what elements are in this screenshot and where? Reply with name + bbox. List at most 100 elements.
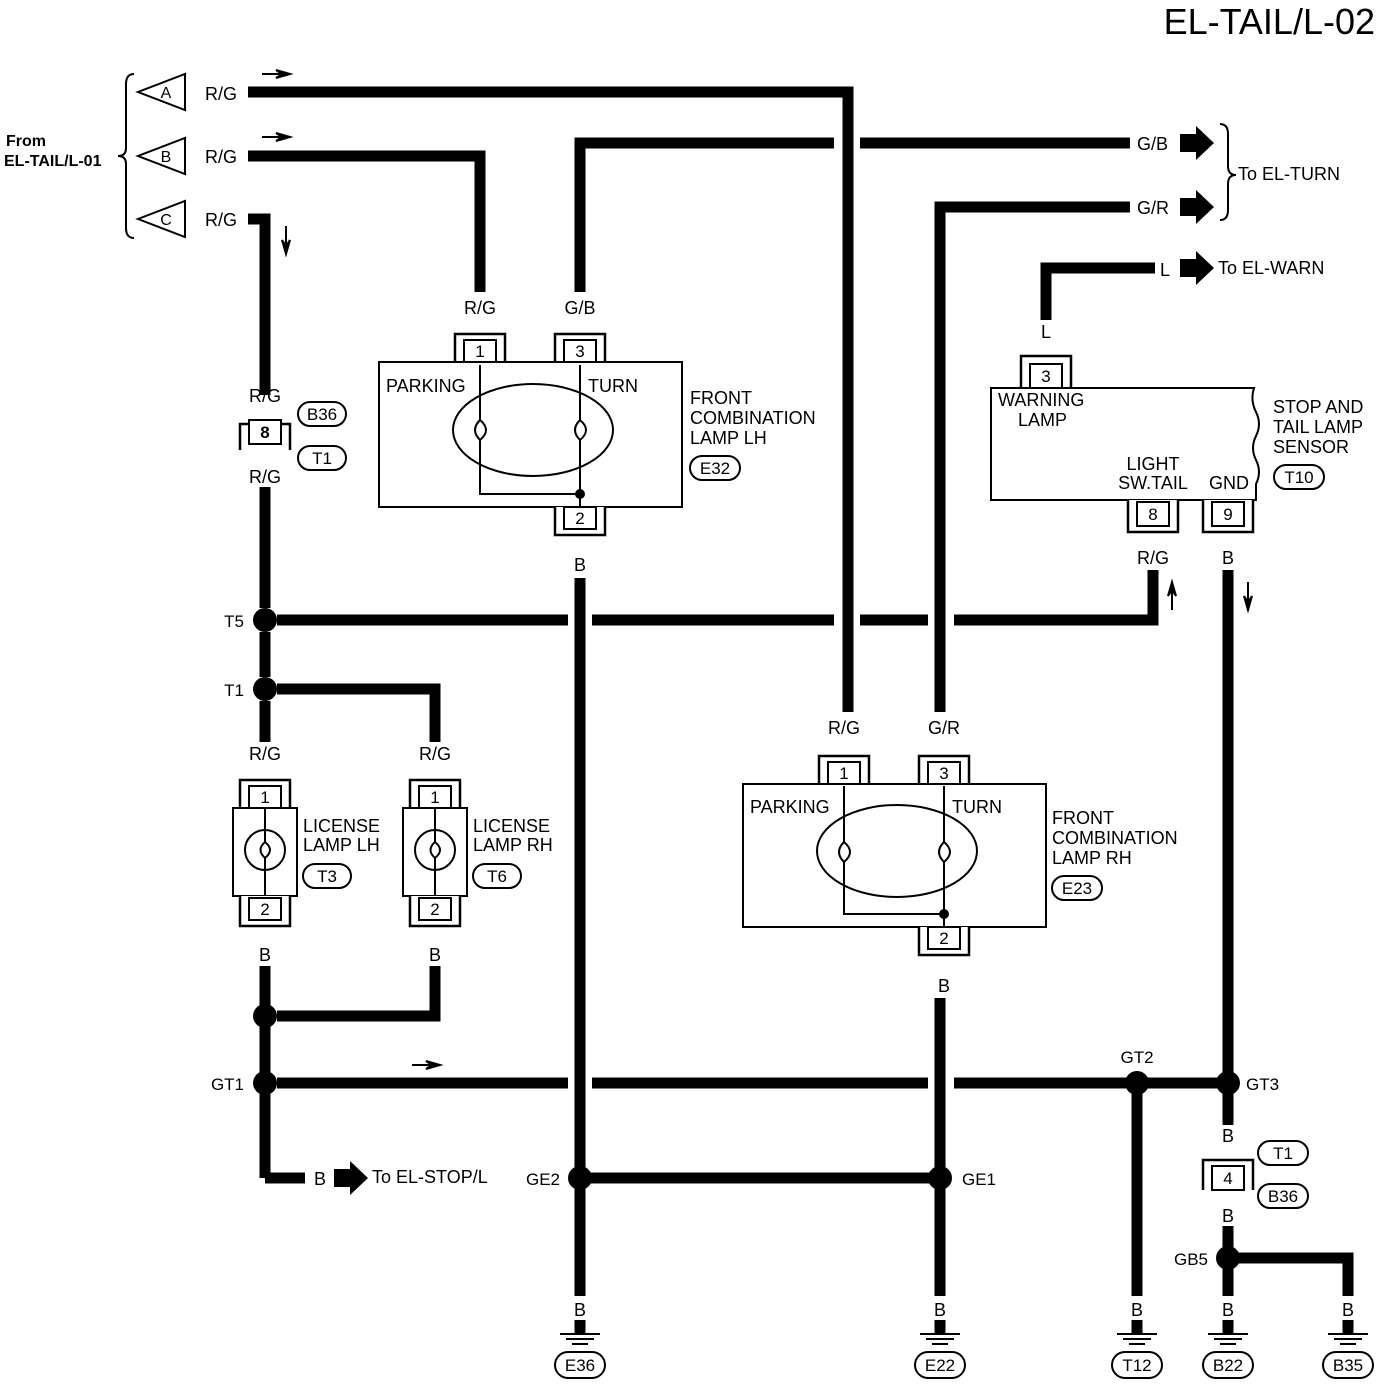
sensor-pin3: 3: [1041, 367, 1050, 386]
jc-bot-badge-2: [1257, 1183, 1309, 1209]
rh-junction-dot: [939, 909, 949, 919]
splice-t1: [253, 677, 277, 701]
rh-pin1-wire: R/G: [828, 718, 860, 738]
lic-lh-code: T3: [317, 867, 337, 886]
tail-lamp-sensor: L 3 WARNING LAMP LIGHT SW.TAIL GND 8 9 R…: [990, 322, 1363, 568]
ground-b22-badge: [1202, 1351, 1254, 1379]
splice-ge1-label: GE1: [962, 1170, 996, 1189]
splice-gb5: [1216, 1246, 1240, 1270]
sensor-pin9: 9: [1223, 505, 1232, 524]
ground-b35-code: B35: [1333, 1356, 1363, 1375]
sensor-pin3-wire: L: [1041, 322, 1051, 342]
rh-name-2: COMBINATION: [1052, 828, 1178, 848]
lh-pin2: 2: [575, 509, 584, 528]
flow-arrow-c: [281, 226, 291, 258]
turn-bracket: [1219, 123, 1237, 221]
ground-b35-badge: [1322, 1351, 1374, 1379]
lh-lamp-body: [378, 361, 683, 508]
turn-arrow-gb-icon: [1180, 126, 1214, 160]
turn-wire-gb: G/B: [1137, 134, 1168, 154]
wire-c-rg: [248, 213, 271, 395]
lic-rh-name-2: LAMP RH: [473, 835, 553, 855]
lh-pin2-box: [563, 506, 597, 530]
lic-lh-pin2: 2: [260, 900, 269, 919]
stop-label: To EL-STOP/L: [372, 1167, 488, 1187]
ground-b35-wire: B: [1342, 1300, 1354, 1320]
from-label-2: EL-TAIL/L-01: [4, 153, 102, 170]
wire-a-rg: [248, 86, 854, 712]
from-bracket: [117, 73, 135, 239]
front-lamp-lh: R/G G/B 1 3 PARKING TURN 2 B FRONT COMBI…: [378, 298, 816, 575]
sensor-pin8-box: [1136, 501, 1170, 527]
connector-c-wire: R/G: [205, 210, 237, 230]
rh-name-1: FRONT: [1052, 808, 1114, 828]
jc-top-wire-out: R/G: [249, 467, 281, 487]
lh-turn-label: TURN: [588, 376, 638, 396]
stop-wire: B: [314, 1169, 326, 1189]
sensor-code: T10: [1284, 468, 1313, 487]
jc-bot-wire-out: B: [1222, 1206, 1234, 1226]
warn-label: To EL-WARN: [1218, 258, 1324, 278]
from-label: From: [6, 133, 46, 150]
outputs-turn: G/B G/R To EL-TURN: [1137, 123, 1340, 224]
joint-connector-bottom: B 4 B T1 B36: [1201, 1126, 1309, 1226]
lic-lh-pin2-box: [248, 897, 282, 921]
license-lamp-rh: R/G 1 2 B LICENSE LAMP RH T6: [402, 744, 553, 965]
splice-ge1: [928, 1166, 952, 1190]
flow-arrow-a: [262, 69, 294, 79]
ground-e22-wire: B: [934, 1300, 946, 1320]
warn-arrow-icon: [1180, 251, 1214, 285]
ground-b22-icon: [1208, 1333, 1248, 1345]
jc-top-pin: 8: [260, 423, 269, 442]
rh-pin3: 3: [939, 764, 948, 783]
lh-parking-filament: [474, 365, 580, 495]
ground-e22-icon: [920, 1333, 960, 1345]
splices: T5 T1 GT1 GT2 GT3 GE2 GE1 GB5: [211, 608, 1279, 1270]
lic-rh-pin2: 2: [430, 900, 439, 919]
sensor-code-badge: [1273, 464, 1325, 490]
lic-lh-pin1: 1: [260, 788, 269, 807]
connector-b-wire: R/G: [205, 147, 237, 167]
jc-top-code-1: B36: [307, 405, 337, 424]
grounds: B E36 B E22 B T12 B B22 B: [554, 1300, 1374, 1379]
wire-t5-seg4: [954, 570, 1159, 626]
jc-top-badge-1: [297, 401, 347, 427]
lic-rh-name-1: LICENSE: [473, 816, 550, 836]
jc-top-badge-2: [297, 445, 347, 471]
turn-wire-gr: G/R: [1137, 198, 1169, 218]
lic-rh-pin1: 1: [430, 788, 439, 807]
lh-name-2: COMBINATION: [690, 408, 816, 428]
stop-arrow-icon: [334, 1161, 368, 1195]
ground-e36-code: E36: [565, 1356, 595, 1375]
ground-t12-wire: B: [1131, 1300, 1143, 1320]
jc-top-wire-in: R/G: [249, 386, 281, 406]
wire-lic-rh-gnd: [277, 966, 441, 1022]
joint-connector-top: R/G 8 R/G B36 T1: [238, 386, 347, 487]
lh-code: E32: [700, 459, 730, 478]
lic-lh-wire-out: B: [259, 945, 271, 965]
rh-pin2: 2: [939, 929, 948, 948]
jc-bot-pin: 4: [1223, 1169, 1232, 1188]
splice-ge2-label: GE2: [526, 1170, 560, 1189]
jc-top-box: [248, 419, 282, 445]
sensor-pin9-box: [1211, 501, 1245, 527]
connector-a-letter: A: [161, 85, 172, 102]
wire-warn-l: [1040, 262, 1155, 320]
lh-name-1: FRONT: [690, 388, 752, 408]
outputs-stop: B To EL-STOP/L: [314, 1161, 488, 1195]
ground-b22-wire: B: [1222, 1300, 1234, 1320]
sensor-light-1: LIGHT: [1126, 454, 1179, 474]
jc-bot-box: [1211, 1165, 1245, 1191]
sensor-body: [990, 387, 1260, 501]
flow-arrow-gt1: [412, 1060, 444, 1070]
lic-lh-badge: [302, 863, 352, 889]
wire-b-rg: [248, 150, 486, 292]
lic-lh-name-2: LAMP LH: [303, 835, 380, 855]
lic-rh-badge: [472, 863, 522, 889]
lic-rh-wire-out: B: [429, 945, 441, 965]
sensor-pin8-wire: R/G: [1137, 548, 1169, 568]
jc-top-code-2: T1: [312, 449, 332, 468]
sensor-name-1: STOP AND: [1273, 397, 1363, 417]
outputs-warn: L To EL-WARN: [1160, 251, 1324, 285]
